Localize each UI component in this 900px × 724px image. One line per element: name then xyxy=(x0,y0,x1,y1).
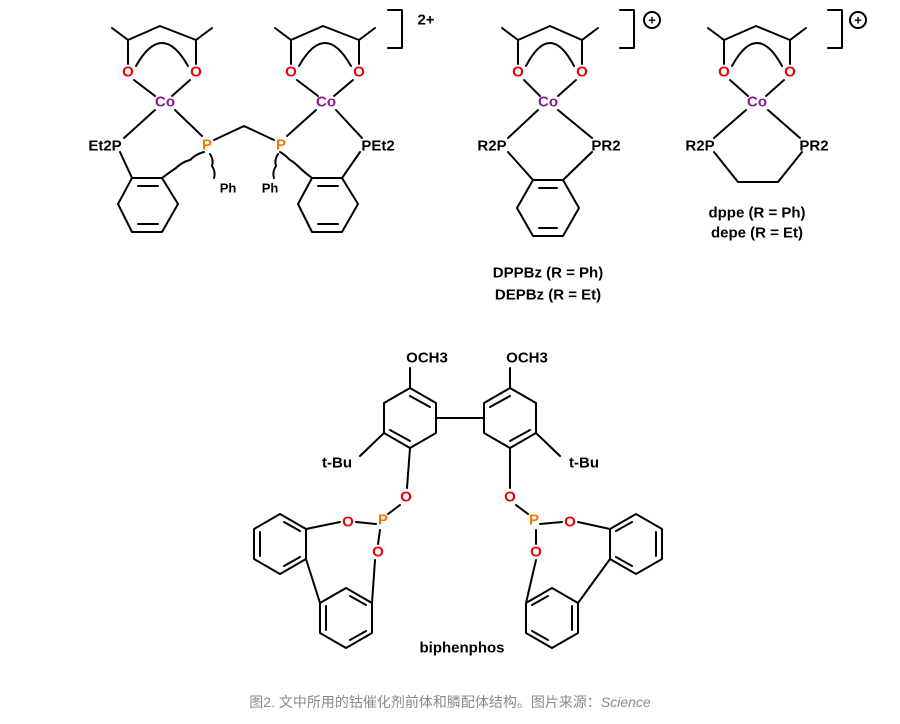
oxygen-atom: O xyxy=(512,64,524,81)
r2p-label: R2P xyxy=(477,138,506,155)
cobalt-atom: Co xyxy=(538,94,558,111)
phenyl-label: Ph xyxy=(220,181,237,196)
r2p-label: R2P xyxy=(685,138,714,155)
oxygen-atom: O xyxy=(190,64,202,81)
ligand-label-depbz: DEPBz (R = Et) xyxy=(495,287,601,304)
ligand-label-dppbz: DPPBz (R = Ph) xyxy=(493,265,603,282)
ligand-label-biphenphos: biphenphos xyxy=(420,640,505,657)
caption-source: Science xyxy=(600,694,651,710)
et2p-label: Et2P xyxy=(88,138,121,155)
oxygen-atom: O xyxy=(342,514,354,531)
methoxy-label: OCH3 xyxy=(406,350,448,367)
figure-caption: 图2. 文中所用的钴催化剂前体和膦配体结构。图片来源：Science xyxy=(0,692,900,712)
phosphorus-atom: P xyxy=(378,512,388,529)
dppe-cobalt-complex: + Co O O R2P PR2 dppe (R = Ph) depe (R =… xyxy=(685,9,867,242)
oxygen-atom: O xyxy=(718,64,730,81)
phosphorus-atom: P xyxy=(529,512,539,529)
tert-butyl-label: t-Bu xyxy=(569,455,599,472)
charge-label: + xyxy=(648,13,656,28)
methoxy-label: OCH3 xyxy=(506,350,548,367)
pr2-label: PR2 xyxy=(799,138,828,155)
oxygen-atom: O xyxy=(576,64,588,81)
positive-charge-circle xyxy=(849,11,867,29)
ligand-label-depe: depe (R = Et) xyxy=(711,225,803,242)
oxygen-atom: O xyxy=(400,489,412,506)
oxygen-atom: O xyxy=(122,64,134,81)
pr2-label: PR2 xyxy=(591,138,620,155)
phenyl-label: Ph xyxy=(262,181,279,196)
phosphorus-atom: P xyxy=(202,137,212,154)
oxygen-atom: O xyxy=(285,64,297,81)
biphenphos-ligand: OCH3 OCH3 t-Bu t-Bu O O P P O O O O biph… xyxy=(253,350,663,657)
cobalt-atom: Co xyxy=(747,94,767,111)
charge-label: + xyxy=(854,13,862,28)
tert-butyl-label: t-Bu xyxy=(322,455,352,472)
oxygen-atom: O xyxy=(372,544,384,561)
oxygen-atom: O xyxy=(564,514,576,531)
caption-text: 图2. 文中所用的钴催化剂前体和膦配体结构。图片来源： xyxy=(249,694,601,710)
positive-charge-circle xyxy=(643,11,661,29)
ligand-label-dppe: dppe (R = Ph) xyxy=(708,205,805,222)
oxygen-atom: O xyxy=(504,489,516,506)
cobalt-atom: Co xyxy=(155,94,175,111)
oxygen-atom: O xyxy=(353,64,365,81)
charge-label: 2+ xyxy=(417,12,434,29)
phosphorus-atom: P xyxy=(276,137,286,154)
oxygen-atom: O xyxy=(530,544,542,561)
pet2-label: PEt2 xyxy=(361,138,394,155)
dppbz-cobalt-complex: + Co O O R2P PR2 DPPBz (R = Ph) DEPBz (R… xyxy=(477,9,661,304)
dinuclear-cobalt-complex: Co Co O O O O Et2P P P PEt2 Ph Ph 2+ xyxy=(88,9,435,233)
cobalt-atom: Co xyxy=(316,94,336,111)
oxygen-atom: O xyxy=(784,64,796,81)
